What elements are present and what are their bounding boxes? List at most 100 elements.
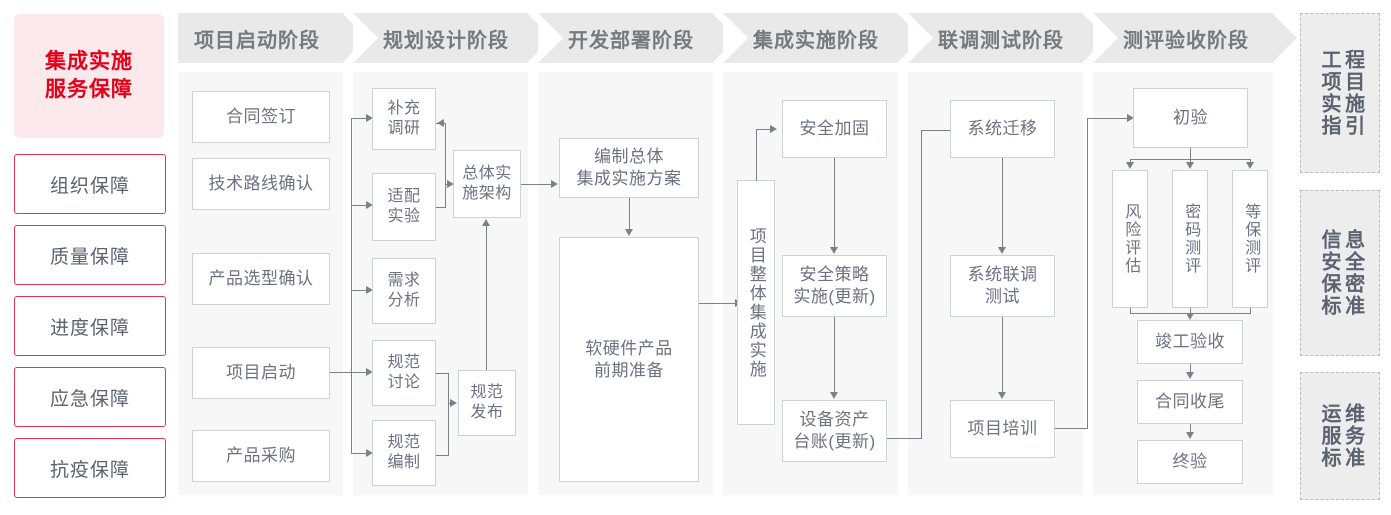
arrow-hw-sw-prep	[625, 229, 633, 236]
node-label-line1: 安全策略	[799, 265, 870, 285]
node-risk-assessment[interactable]: 风险评估	[1112, 170, 1148, 308]
node-mlps-evaluation[interactable]: 等保测评	[1232, 170, 1268, 308]
node-completion-acceptance[interactable]: 竣工验收	[1137, 320, 1243, 364]
wire-arch-in-bottom	[436, 207, 446, 209]
node-overall-architecture[interactable]: 总体实 施架构	[453, 150, 521, 218]
phase-header-4[interactable]: 集成实施阶段	[723, 13, 922, 63]
node-contract-signing[interactable]: 合同签订	[192, 91, 330, 143]
node-system-joint-test[interactable]: 系统联调 测试	[950, 255, 1055, 317]
guarantee-label: 组织保障	[49, 175, 130, 197]
phase-header-5[interactable]: 联调测试阶段	[908, 13, 1107, 63]
standard-label-col2: 运服标	[1318, 403, 1340, 469]
node-label: 技术路线确认	[208, 174, 314, 194]
node-label-line1: 总体实	[462, 164, 512, 182]
arrow-spec-discuss	[366, 368, 373, 376]
node-security-policy-impl[interactable]: 安全策略 实施(更新)	[782, 255, 887, 317]
node-label-line2: 测试	[985, 287, 1020, 306]
standard-card-engineering-guide[interactable]: 程目施引 工项实指	[1300, 13, 1380, 173]
node-spec-drafting[interactable]: 规范 编制	[372, 420, 436, 486]
node-label: 密码测评	[1182, 203, 1200, 275]
node-adaptation-experiment[interactable]: 适配 实验	[372, 173, 436, 241]
wire-arch-in-top	[436, 123, 446, 125]
phase-header-label: 集成实施阶段	[753, 29, 879, 52]
chevron-right-icon	[1272, 13, 1297, 63]
guarantee-item-epidemic[interactable]: 抗疫保障	[14, 438, 166, 498]
node-label: 初验	[1173, 108, 1208, 128]
node-label-line1: 规范	[387, 353, 421, 371]
wire-prep-to-integration	[699, 303, 737, 305]
node-security-hardening[interactable]: 安全加固	[782, 100, 887, 158]
wire-kickoff-spine	[351, 118, 353, 453]
node-asset-ledger[interactable]: 设备资产 台账(更新)	[782, 400, 887, 462]
node-overall-integration-plan[interactable]: 编制总体 集成实施方案	[559, 138, 699, 198]
guarantee-label: 应急保障	[49, 388, 130, 410]
arrow-plan	[551, 180, 558, 188]
wire-training-up	[1087, 118, 1089, 429]
node-project-training[interactable]: 项目培训	[950, 400, 1055, 458]
wire-plan-to-prep	[629, 198, 631, 230]
chevron-notch-icon	[353, 13, 378, 63]
node-system-migration[interactable]: 系统迁移	[950, 100, 1055, 158]
node-supplementary-research[interactable]: 补充 调研	[372, 88, 436, 150]
node-spec-release[interactable]: 规范 发布	[458, 370, 516, 436]
node-label: 项目培训	[967, 419, 1038, 439]
phase-header-6[interactable]: 测评验收阶段	[1093, 13, 1297, 63]
node-label: 项目整体集成实施	[746, 226, 766, 379]
node-product-selection-confirm[interactable]: 产品选型确认	[192, 253, 330, 305]
node-label-line2: 编制	[387, 454, 421, 471]
phase-header-3[interactable]: 开发部署阶段	[538, 13, 737, 63]
guarantee-item-organization[interactable]: 组织保障	[14, 154, 166, 214]
guarantee-label: 抗疫保障	[49, 459, 130, 481]
wire-initial-down	[1190, 148, 1192, 160]
wire-to-migration	[921, 130, 957, 132]
node-final-acceptance[interactable]: 终验	[1137, 440, 1243, 484]
node-hw-sw-preparation[interactable]: 软硬件产品 前期准备	[559, 237, 699, 482]
wire-branch-adaptation	[351, 205, 368, 207]
node-label-line2: 施架构	[462, 185, 512, 202]
wire-branch-requirement	[351, 290, 368, 292]
wire-integration-up	[756, 129, 758, 181]
chevron-notch-icon	[723, 13, 748, 63]
node-label: 终验	[1172, 452, 1208, 472]
phase-header-1[interactable]: 项目启动阶段	[178, 13, 367, 63]
wire-branch-spec-draft	[351, 453, 368, 455]
node-label-line2: 实施(更新)	[793, 287, 876, 306]
standard-label-col1: 息全密准	[1341, 229, 1364, 317]
node-initial-acceptance[interactable]: 初验	[1133, 88, 1248, 148]
arrow-completion-acceptance	[1186, 313, 1194, 320]
arrow-security-policy	[830, 247, 838, 254]
wire-hardening-to-policy	[834, 158, 836, 248]
guarantee-item-emergency[interactable]: 应急保障	[14, 367, 166, 427]
standard-card-om-service[interactable]: 维务准 运服标	[1300, 372, 1380, 500]
node-project-kickoff[interactable]: 项目启动	[192, 347, 330, 399]
node-label: 竣工验收	[1155, 332, 1225, 352]
node-contract-closure[interactable]: 合同收尾	[1137, 380, 1243, 424]
node-label-line2: 分析	[387, 292, 421, 309]
node-label-line2: 前期准备	[594, 360, 664, 380]
node-product-procurement[interactable]: 产品采购	[192, 430, 330, 482]
guarantee-item-quality[interactable]: 质量保障	[14, 225, 166, 285]
wire-arch-to-plan	[521, 184, 553, 186]
node-requirement-analysis[interactable]: 需求 分析	[372, 258, 436, 324]
wire-eval-mlps	[1250, 159, 1252, 164]
node-label-line2: 讨论	[387, 374, 421, 391]
arrow-project-training	[998, 392, 1006, 399]
node-crypto-evaluation[interactable]: 密码测评	[1172, 170, 1208, 308]
arrow-up-architecture	[482, 219, 490, 226]
standard-card-infosec[interactable]: 息全密准 信安保标	[1300, 190, 1380, 356]
arrow-joint-test	[998, 247, 1006, 254]
guarantee-item-schedule[interactable]: 进度保障	[14, 296, 166, 356]
node-label: 风险评估	[1122, 203, 1140, 275]
node-label-line2: 发布	[470, 404, 504, 421]
node-spec-discussion[interactable]: 规范 讨论	[372, 340, 436, 406]
node-tech-route-confirm[interactable]: 技术路线确认	[192, 158, 330, 210]
guarantee-label: 进度保障	[49, 317, 130, 339]
wire-spec-release-up	[486, 226, 488, 370]
phase-header-2[interactable]: 规划设计阶段	[353, 13, 552, 63]
node-project-overall-integration[interactable]: 项目整体集成实施	[737, 180, 775, 425]
node-label: 产品选型确认	[208, 269, 314, 289]
node-label-line2: 台账(更新)	[793, 432, 876, 451]
arrow-crypto-evaluation	[1186, 162, 1194, 169]
node-label-line1: 需求	[387, 271, 421, 289]
wire-to-initial-accept	[1087, 118, 1129, 120]
